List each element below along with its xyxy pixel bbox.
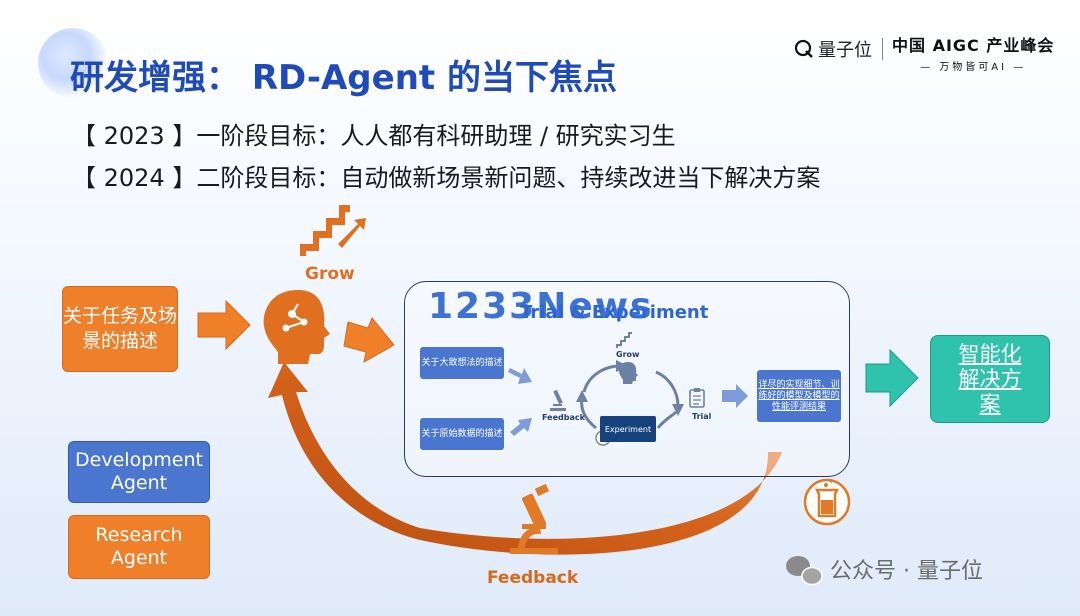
experiment-box: Experiment: [600, 416, 656, 442]
task-description-box: 关于任务及场景的描述: [62, 286, 178, 372]
watermark-text: 1233News: [428, 286, 654, 327]
development-agent-box: Development Agent: [68, 441, 210, 503]
wechat-icon: [786, 556, 823, 586]
grow-label: Grow: [305, 264, 355, 284]
microscope-icon: [510, 483, 558, 554]
smart-solution-label: 智能化解决方案: [958, 341, 1022, 416]
brand-divider: [882, 38, 883, 60]
arrow-idea-to-center: [508, 368, 532, 384]
research-agent-label: Research Agent: [95, 524, 183, 569]
implementation-details-box: 详尽的实现细节、训练好的模型及模型的性能评测结果: [757, 370, 841, 422]
arrow-task-to-brain: [197, 299, 251, 351]
event-subtitle: — 万物皆可AI —: [920, 62, 1027, 73]
development-agent-label: Development Agent: [75, 449, 203, 494]
data-description-label: 关于原始数据的描述: [421, 429, 503, 439]
arrow-trial-to-impl: [722, 384, 748, 408]
beaker-icon: [803, 478, 851, 526]
inner-arrows: [508, 368, 748, 436]
goal-2024: 【 2024 】二阶段目标：自动做新场景新问题、持续改进当下解决方案: [72, 164, 821, 192]
task-description-label: 关于任务及场景的描述: [63, 305, 178, 352]
brain-head-icon: [263, 290, 330, 364]
small-brain-icon: [618, 362, 638, 384]
trial-label: Trial: [692, 412, 712, 421]
arrow-brain-to-loop: [343, 317, 395, 363]
slide-title: 研发增强： RD-Agent 的当下焦点: [70, 58, 617, 98]
arrow-to-solution: [865, 348, 919, 408]
idea-description-box: 关于大致想法的描述: [420, 347, 504, 379]
small-clipboard-icon: [689, 388, 705, 408]
implementation-details-label: 详尽的实现细节、训练好的模型及模型的性能评测结果: [758, 379, 840, 412]
experiment-label: Experiment: [604, 424, 652, 434]
grow-stairs-icon: [300, 205, 366, 256]
event-brand: 中国 AIGC 产业峰会 — 万物皆可AI —: [892, 32, 1054, 73]
qbitai-logo: 量子位: [794, 36, 872, 62]
event-title: 中国 AIGC 产业峰会: [892, 36, 1055, 55]
decorative-blob: [38, 28, 108, 98]
logo-text: 量子位: [818, 40, 872, 61]
loop-title: Trial & Experiment: [520, 302, 709, 323]
smart-solution-box: 智能化解决方案: [930, 335, 1050, 423]
small-grow-label: Grow: [616, 350, 640, 359]
q-logo-icon: [794, 39, 813, 58]
data-description-box: 关于原始数据的描述: [420, 418, 504, 450]
goal-2023: 【 2023 】一阶段目标：人人都有科研助理 / 研究实习生: [72, 122, 676, 150]
idea-description-label: 关于大致想法的描述: [421, 358, 503, 368]
small-feedback-label: Feedback: [542, 413, 585, 422]
arrow-data-to-center: [510, 418, 532, 436]
wechat-account: 公众号 · 量子位: [830, 553, 983, 585]
small-grow-icon: [616, 332, 632, 348]
wechat-account-label: 公众号 · 量子位: [830, 559, 983, 584]
feedback-label: Feedback: [487, 568, 579, 588]
small-microscope-icon: [550, 389, 566, 411]
research-agent-box: Research Agent: [68, 515, 210, 579]
